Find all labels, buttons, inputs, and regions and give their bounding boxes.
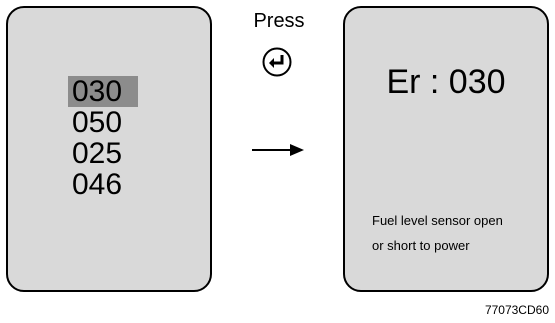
code-list-screen: 030 050 025 046	[6, 6, 212, 292]
enter-return-icon[interactable]	[262, 47, 292, 77]
press-label: Press	[253, 10, 305, 32]
code-list: 030 050 025 046	[68, 76, 138, 200]
code-item[interactable]: 046	[72, 168, 123, 201]
code-item[interactable]: 025	[72, 137, 123, 170]
error-screen: Er : 030 Fuel level sensor open or short…	[343, 6, 549, 292]
error-message-line: or short to power	[372, 238, 470, 253]
error-message-line: Fuel level sensor open	[372, 213, 503, 228]
code-item[interactable]: 050	[72, 106, 123, 139]
code-item-selected[interactable]: 030	[68, 76, 138, 107]
error-message: Fuel level sensor open or short to power	[372, 208, 503, 258]
right-arrow-icon	[252, 144, 304, 156]
error-code-title: Er : 030	[386, 63, 506, 101]
figure-id: 77073CD60	[484, 303, 549, 317]
